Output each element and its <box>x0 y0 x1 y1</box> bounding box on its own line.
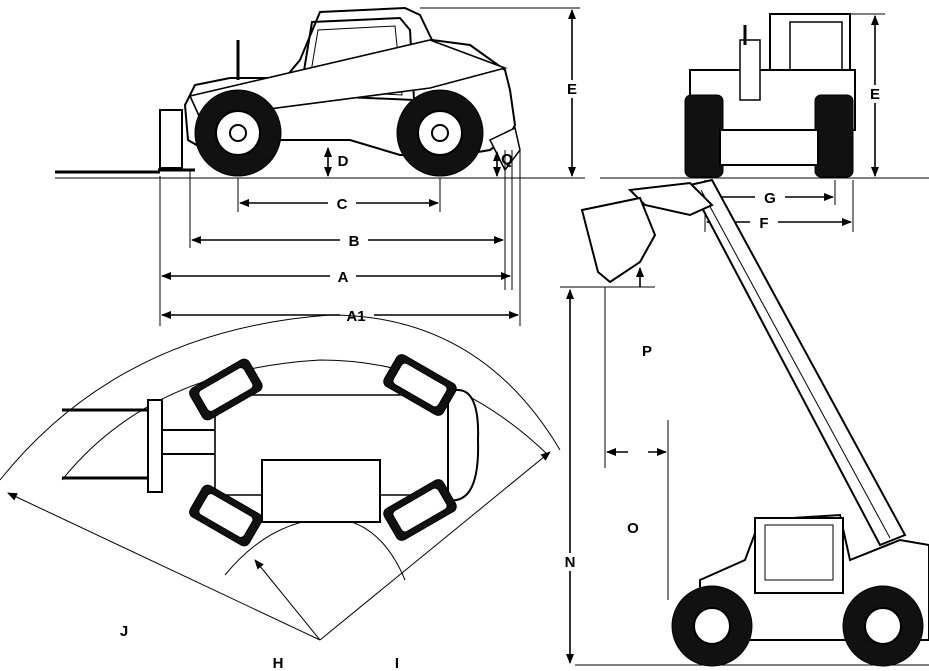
side-boom <box>188 39 508 119</box>
dim-d-label: D <box>338 153 349 170</box>
raised-boom-inner <box>700 189 891 539</box>
raised-bucket <box>580 196 657 284</box>
raised-boom <box>688 178 907 547</box>
turning-arc-outer <box>0 314 561 481</box>
raised-front-hub <box>693 607 731 645</box>
side-front-hub-center <box>229 124 247 142</box>
top-rear-right-wheel <box>383 479 457 541</box>
dim-e-front-label-bg <box>866 85 884 103</box>
dim-p-label: P <box>642 343 652 360</box>
side-view: C B A A1 D Q E <box>55 6 585 326</box>
top-front-right-wheel <box>189 484 263 547</box>
dim-b-label: B <box>349 233 360 250</box>
side-cab <box>298 16 416 102</box>
turning-arc-mid <box>61 359 549 481</box>
top-front-left-wheel <box>189 358 263 421</box>
raised-boom-view: P O N <box>560 178 929 667</box>
dim-o-label: O <box>627 520 639 537</box>
side-fork-carriage <box>159 109 183 169</box>
dim-q-label: Q <box>501 151 513 168</box>
top-counterweight <box>447 389 480 502</box>
front-view: E G F <box>600 13 929 232</box>
dim-n-label: N <box>565 554 576 571</box>
top-carriage <box>147 399 163 493</box>
dim-i-label: I <box>395 655 399 671</box>
dim-n-label-bg <box>561 553 579 571</box>
front-axle <box>719 129 819 166</box>
dim-g-label: G <box>764 190 776 207</box>
raised-rear-hub <box>864 607 902 645</box>
dim-a-label: A <box>338 269 349 286</box>
dim-e-side-label-bg <box>563 80 581 98</box>
dim-h-label: H <box>273 655 284 671</box>
dim-j-label: J <box>120 623 128 640</box>
dim-e-side-label: E <box>567 81 577 98</box>
top-cab <box>261 459 381 523</box>
top-view: J H I <box>0 314 561 671</box>
front-cab-window <box>789 21 843 73</box>
dim-c-label: C <box>337 196 348 213</box>
radius-h-line <box>254 559 321 641</box>
front-left-tyre <box>684 94 724 178</box>
front-boom-section <box>739 39 761 101</box>
dim-e-front-label: E <box>870 86 880 103</box>
radius-j-line <box>7 492 321 641</box>
radius-i-line <box>319 451 551 641</box>
dim-f-label: F <box>759 215 768 232</box>
raised-cab-window <box>764 524 834 581</box>
side-rear-hub-center <box>431 124 449 142</box>
top-rear-left-wheel <box>383 354 457 416</box>
front-right-tyre <box>814 94 854 178</box>
